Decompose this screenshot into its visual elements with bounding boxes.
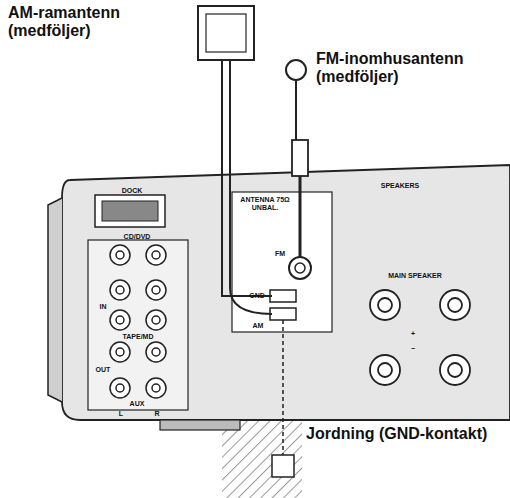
port-label: DOCK — [112, 187, 152, 195]
panel-label: MAIN SPEAKER — [365, 272, 465, 280]
rear-panel — [62, 165, 510, 420]
am-loop-antenna — [198, 6, 254, 60]
fm-indoor-antenna — [286, 60, 306, 80]
callout-label: Jordning (GND-kontakt) — [304, 425, 506, 443]
jack-label: IN — [93, 303, 113, 311]
terminal-label: FM — [272, 250, 288, 258]
panel-side — [48, 198, 62, 402]
channel-label: L — [116, 410, 126, 418]
terminal-label: GND — [246, 292, 268, 300]
jack-label: TAPE/MD — [118, 333, 158, 341]
panel-label: ANTENNA 75Ω UNBAL. — [240, 196, 290, 212]
callout-label: FM-inomhusantenn (medföljer) — [314, 50, 506, 87]
panel-label: SPEAKERS — [370, 182, 430, 190]
channel-label: R — [152, 410, 162, 418]
jack-label: OUT — [92, 366, 114, 374]
panel-foot — [160, 420, 240, 430]
terminal-label: AM — [248, 322, 268, 330]
polarity-label: + — [407, 330, 419, 338]
callout-label: AM-ramantenn (medföljer) — [6, 4, 180, 41]
jack-label: CD/DVD — [112, 233, 162, 241]
jack-label: AUX — [126, 400, 148, 408]
polarity-label: − — [407, 345, 419, 353]
ground-terminal — [272, 455, 294, 477]
